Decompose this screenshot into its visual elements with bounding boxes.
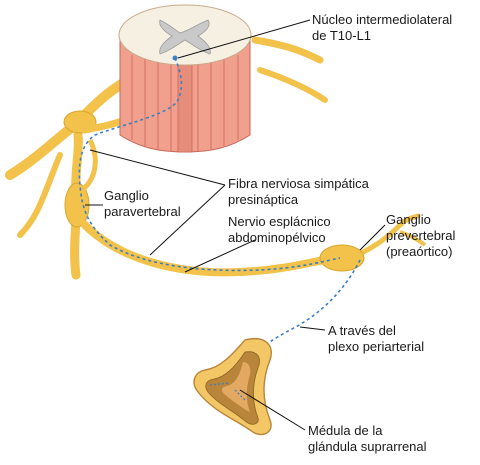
adrenal-gland: [194, 339, 271, 435]
prevertebral-ganglion: [320, 245, 364, 271]
spinal-cord: [119, 5, 251, 152]
